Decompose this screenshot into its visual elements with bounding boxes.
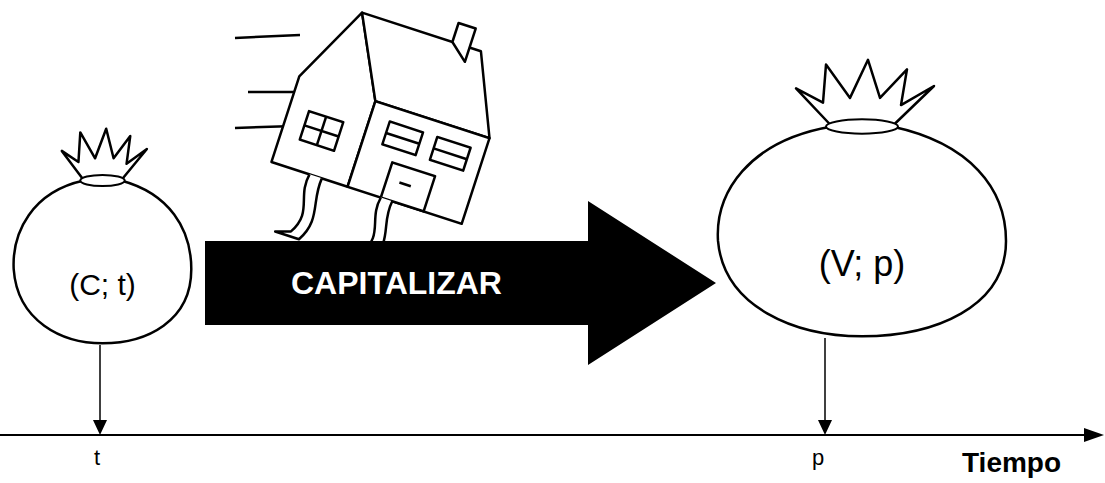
time-axis (0, 434, 1090, 436)
axis-arrowhead (1084, 428, 1104, 442)
bag-outline (712, 55, 1012, 341)
bag-label: (C; t) (69, 268, 136, 302)
bag-outline (10, 125, 195, 347)
bag-text-group: (C; t) (10, 268, 195, 302)
block-arrow (205, 201, 716, 365)
leader-line (824, 338, 826, 422)
time-mark: p (812, 445, 824, 471)
leader-arrowhead (93, 420, 107, 435)
bag-label: (V; p) (819, 243, 906, 285)
axis-title: Tiempo (962, 447, 1061, 479)
leader-arrowhead (818, 420, 832, 435)
leader-line (99, 345, 101, 422)
time-mark: t (94, 445, 100, 471)
money-bag: (V; p) (712, 55, 1012, 341)
money-bag: (C; t) (10, 125, 195, 347)
arrow-label: CAPITALIZAR (291, 265, 502, 302)
bag-text-group: (V; p) (712, 243, 1012, 285)
